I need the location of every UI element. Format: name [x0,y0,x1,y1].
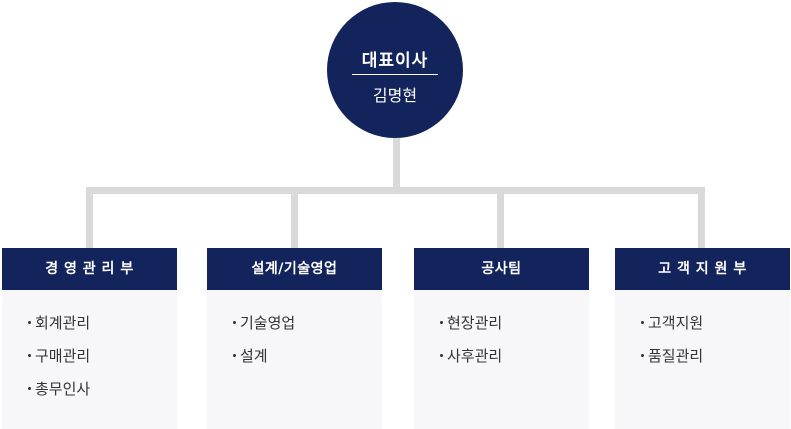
ceo-node: 대표이사 김명현 [327,2,463,138]
bullet-icon [233,320,236,324]
item-label: 설계 [240,347,268,365]
connector-dept-4 [698,187,705,248]
connector-dept-2 [291,187,298,248]
connector-dept-1 [86,187,93,248]
dept-body: 회계관리 구매관리 총무인사 [2,290,177,429]
item-label: 구매관리 [35,347,91,365]
list-item: 기술영업 [233,308,382,341]
dept-body: 기술영업 설계 [207,290,382,429]
dept-header: 고 객 지 원 부 [615,248,790,290]
list-item: 설계 [233,341,382,374]
dept-body: 고객지원 품질관리 [615,290,790,429]
list-item: 총무인사 [28,374,177,407]
list-item: 사후관리 [440,341,589,374]
connector-horizontal [86,187,705,194]
list-item: 고객지원 [641,308,790,341]
ceo-divider [352,74,438,75]
dept-construction: 공사팀 현장관리 사후관리 [414,248,589,429]
dept-header: 공사팀 [414,248,589,290]
list-item: 회계관리 [28,308,177,341]
item-label: 현장관리 [447,314,503,332]
item-label: 사후관리 [447,347,503,365]
dept-body: 현장관리 사후관리 [414,290,589,429]
dept-header: 설계/기술영업 [207,248,382,290]
bullet-icon [440,353,443,357]
item-label: 고객지원 [648,314,704,332]
connector-ceo-vertical [393,138,400,189]
dept-customer-support: 고 객 지 원 부 고객지원 품질관리 [615,248,790,429]
item-label: 기술영업 [240,314,296,332]
ceo-title: 대표이사 [361,51,429,71]
list-item: 품질관리 [641,341,790,374]
bullet-icon [28,320,31,324]
item-label: 회계관리 [35,314,91,332]
bullet-icon [641,353,644,357]
dept-management: 경 영 관 리 부 회계관리 구매관리 총무인사 [2,248,177,429]
item-label: 총무인사 [35,380,91,398]
list-item: 현장관리 [440,308,589,341]
bullet-icon [233,353,236,357]
connector-dept-3 [497,187,504,248]
bullet-icon [28,386,31,390]
ceo-name: 김명현 [372,86,418,105]
list-item: 구매관리 [28,341,177,374]
item-label: 품질관리 [648,347,704,365]
dept-header: 경 영 관 리 부 [2,248,177,290]
bullet-icon [28,353,31,357]
bullet-icon [641,320,644,324]
bullet-icon [440,320,443,324]
dept-design-sales: 설계/기술영업 기술영업 설계 [207,248,382,429]
